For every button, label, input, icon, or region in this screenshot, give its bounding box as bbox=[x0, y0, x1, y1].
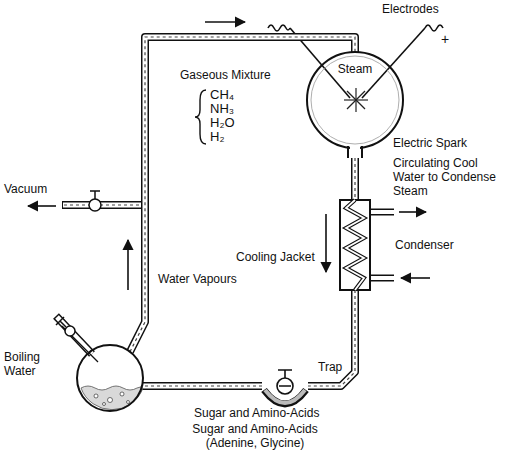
glass-tube bbox=[355, 158, 356, 200]
boiling-flask-outline bbox=[76, 344, 144, 412]
brace bbox=[195, 90, 206, 144]
cooling-water-pipes bbox=[370, 212, 395, 278]
trap: Trap bbox=[262, 368, 308, 404]
glass-tube bbox=[130, 37, 355, 352]
polarity-sign: + bbox=[441, 32, 449, 47]
condenser: Condenser bbox=[340, 200, 370, 290]
flow-arrows bbox=[28, 22, 430, 290]
part-label: Condenser bbox=[395, 238, 454, 252]
water-note: Circulating Cool Water to Condense Steam bbox=[393, 156, 507, 198]
condenser-outline bbox=[340, 200, 370, 290]
product-label: Sugar and Amino-Acids bbox=[194, 406, 319, 420]
vapour-label: Water Vapours bbox=[158, 272, 237, 286]
part-label: Steam bbox=[338, 62, 373, 76]
formula: NH₃ bbox=[210, 102, 234, 116]
formula: H₂ bbox=[210, 130, 224, 144]
gas-label: Gaseous Mixture bbox=[180, 68, 271, 82]
electrodes-label: Electrodes bbox=[382, 2, 439, 16]
boiling-flask: Boiling Water bbox=[76, 344, 144, 412]
electric-spark bbox=[344, 88, 368, 112]
vacuum-tube bbox=[62, 191, 145, 211]
trap-outline bbox=[262, 368, 308, 404]
figure-caption: Sugar and Amino-Acids (Adenine, Glycine) bbox=[170, 422, 340, 450]
spark-label: Electric Spark bbox=[393, 136, 467, 150]
vacuum-label: Vacuum bbox=[4, 182, 47, 196]
formula: H₂O bbox=[210, 116, 235, 130]
formula: CH₄ bbox=[210, 88, 234, 102]
part-label: Trap bbox=[318, 360, 342, 374]
inlet-pipe bbox=[56, 316, 98, 362]
part-label: Boiling Water bbox=[4, 350, 68, 378]
jacket-label: Cooling Jacket bbox=[236, 250, 315, 264]
spark-flask: Steam bbox=[305, 50, 405, 158]
glass-tube bbox=[142, 386, 262, 387]
glass-tube bbox=[308, 290, 355, 386]
